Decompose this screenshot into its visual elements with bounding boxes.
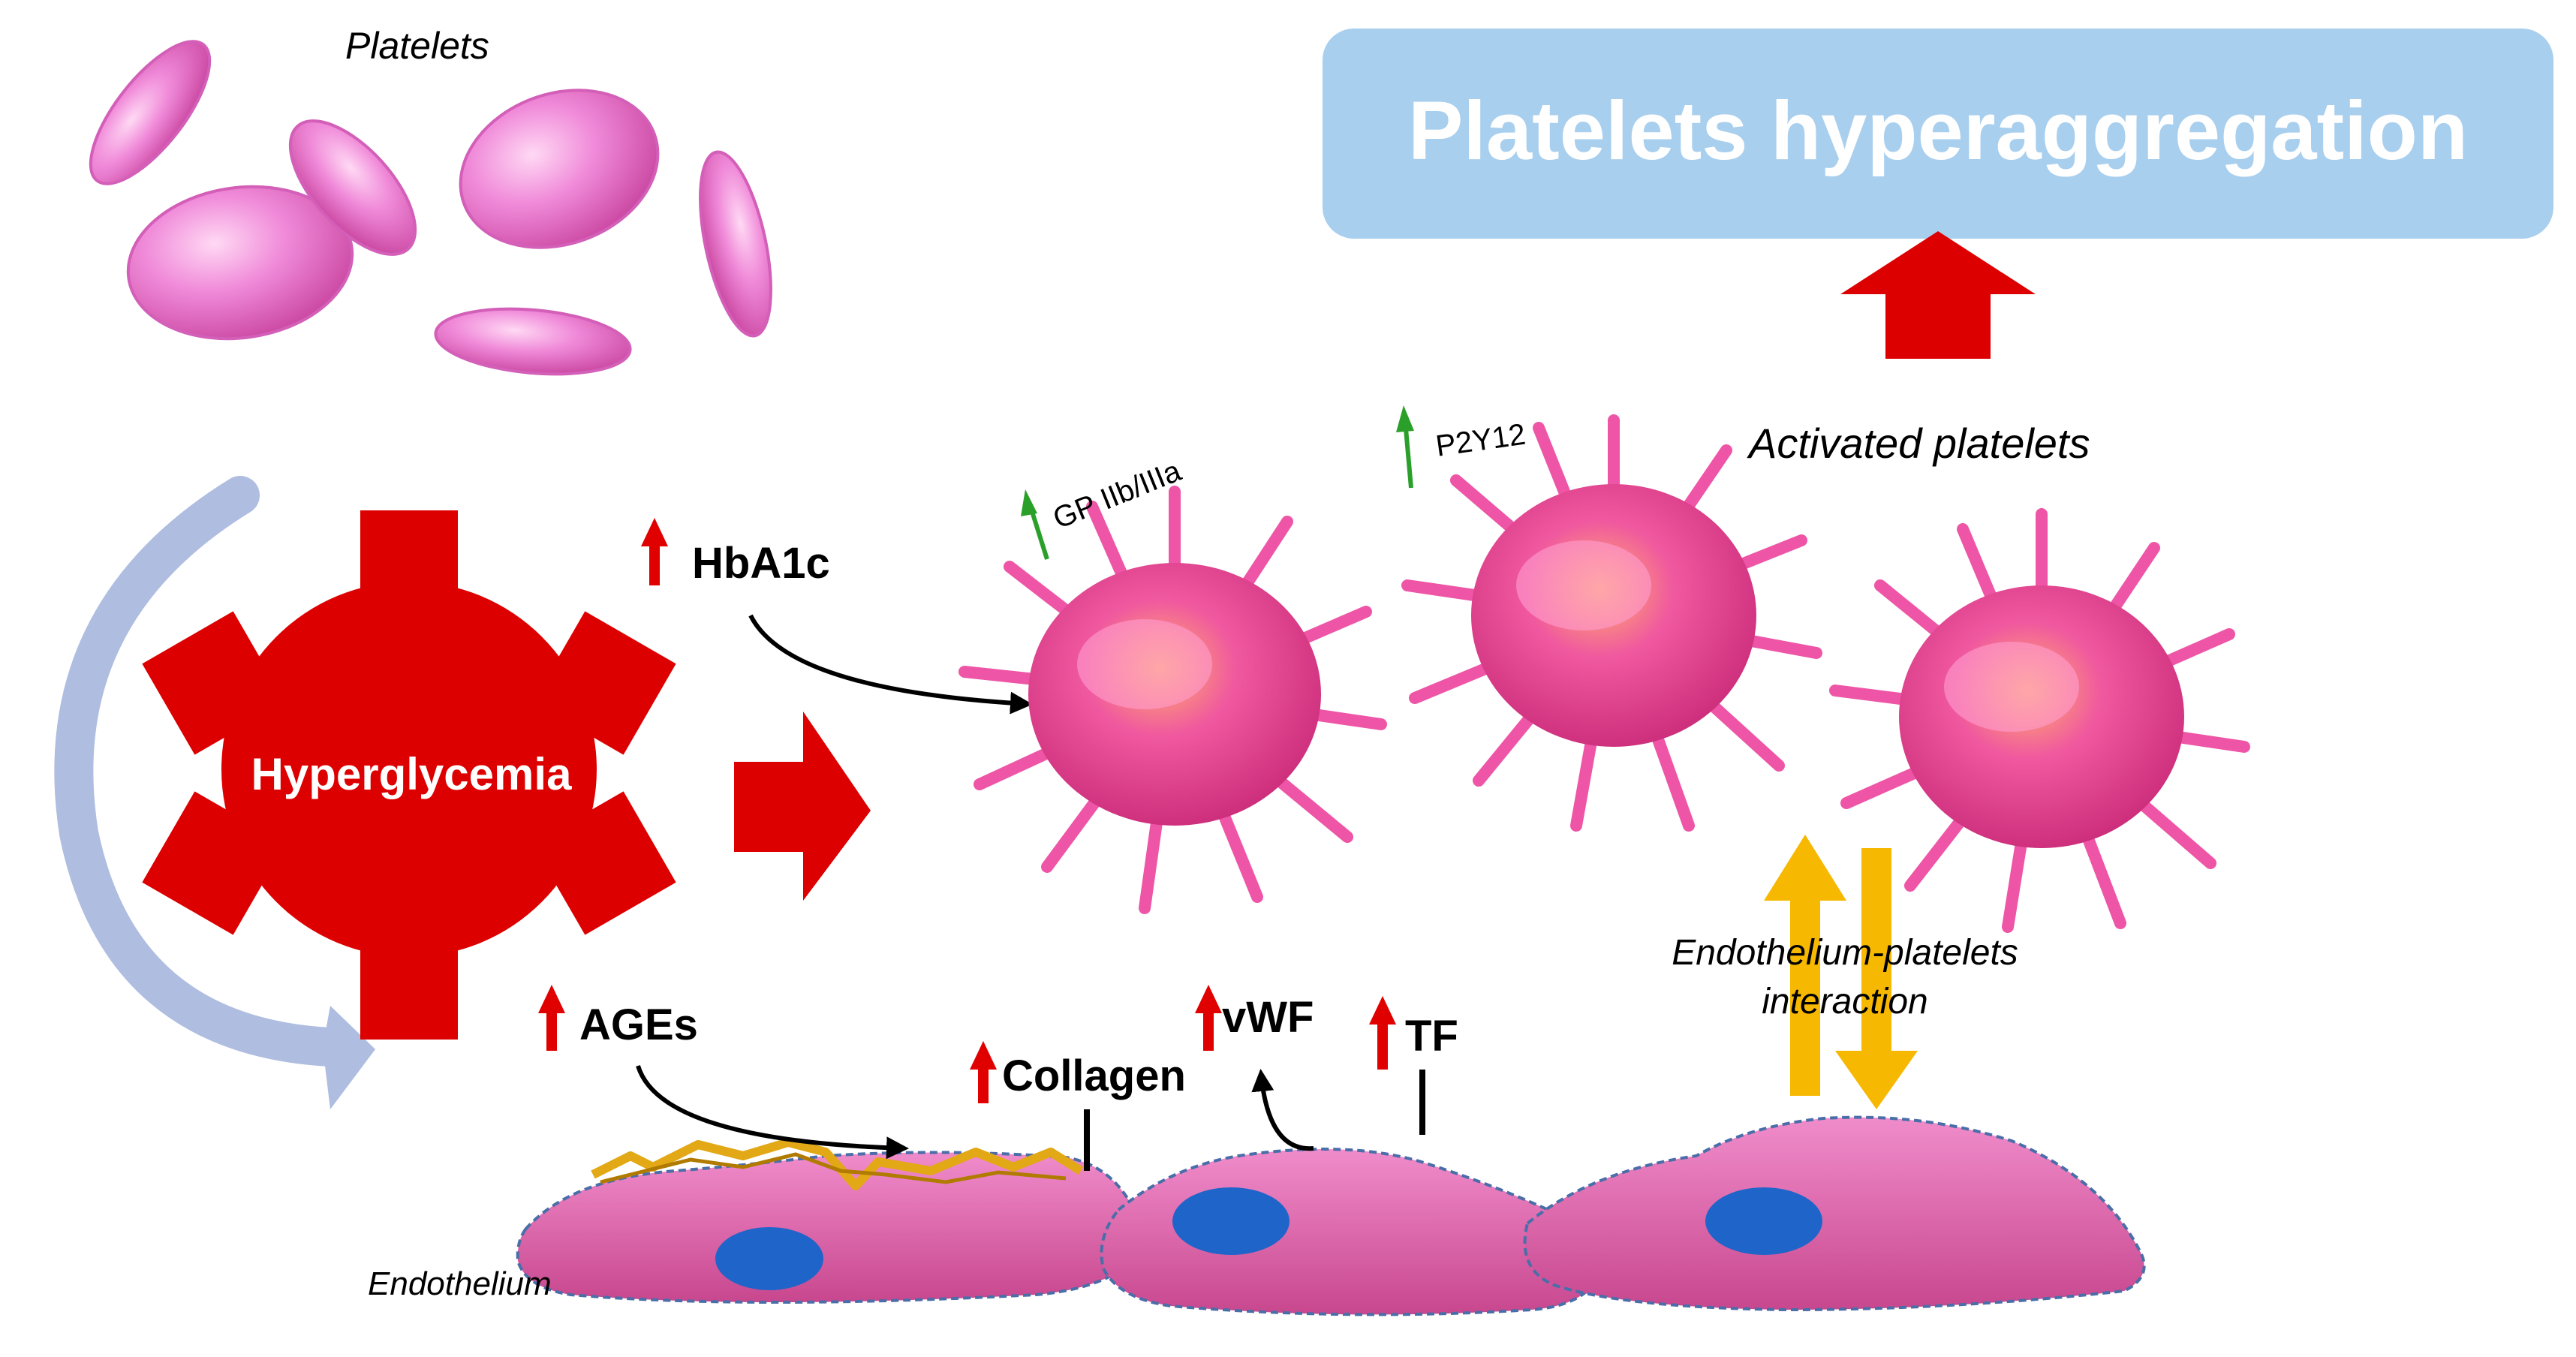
- vwf-arrow: [1251, 1069, 1314, 1151]
- hba1c-arrow: [748, 614, 1033, 715]
- interaction-up-arrow-icon: [1764, 835, 1846, 1096]
- endothelium: [516, 1115, 2146, 1316]
- nucleus: [1172, 1187, 1290, 1255]
- p2y12-increase-arrow-icon: [1403, 420, 1413, 489]
- resting-platelet: [126, 185, 354, 341]
- interaction-arrows: [1764, 835, 1918, 1109]
- resting-platelet: [89, 40, 212, 185]
- endothelium-label: Endothelium: [368, 1265, 552, 1302]
- platelets-label: Platelets: [345, 25, 489, 67]
- activated-platelet: [958, 486, 1387, 914]
- gear-icon: [142, 510, 676, 1040]
- p2y12-label: P2Y12: [1434, 418, 1527, 463]
- p2y12-arrowhead: [1396, 405, 1414, 432]
- gp-label: GP IIb/IIIa: [1049, 454, 1186, 535]
- increase-arrowhead: [641, 518, 668, 546]
- endothelial-cell: [1523, 1115, 2146, 1312]
- resting-platelet: [434, 307, 632, 376]
- tf-label: TF: [1405, 1012, 1458, 1061]
- resting-platelet: [699, 150, 772, 338]
- increase-arrowhead: [1195, 985, 1222, 1013]
- activated-platelet: [1829, 508, 2250, 933]
- title-box: [1323, 29, 2553, 239]
- increase-arrowhead: [1369, 996, 1396, 1025]
- right-arrow-icon: [734, 712, 871, 901]
- interaction-label-line2: interaction: [1762, 982, 1927, 1022]
- hyperglycemia-label: Hyperglycemia: [251, 749, 573, 799]
- title: Platelets hyperaggregation: [1408, 85, 2468, 177]
- collagen-fiber: [600, 1152, 1067, 1184]
- collagen-label: Collagen: [1002, 1052, 1186, 1100]
- increase-arrowhead: [970, 1041, 997, 1070]
- interaction-down-arrow-icon: [1835, 848, 1918, 1109]
- resting-platelet: [459, 89, 660, 249]
- vwf-label: vWF: [1222, 993, 1314, 1042]
- nucleus: [1705, 1187, 1822, 1255]
- endothelial-cell: [516, 1151, 1139, 1304]
- gp-arrowhead: [1021, 489, 1037, 516]
- ages-label: AGEs: [579, 1000, 698, 1049]
- resting-platelets: [89, 40, 772, 376]
- cycle-arrowhead: [323, 1006, 375, 1109]
- resting-platelet: [288, 119, 417, 256]
- activated-platelet: [1401, 414, 1822, 832]
- increase-arrowhead: [538, 985, 565, 1013]
- activated-platelets-label: Activated platelets: [1747, 420, 2090, 467]
- cycle-arrow-icon: [54, 476, 350, 1067]
- hba1c-label: HbA1c: [692, 539, 830, 588]
- nucleus: [715, 1227, 823, 1290]
- interaction-label-line1: Endothelium-platelets: [1672, 933, 2018, 973]
- up-arrow-icon: [1840, 231, 2036, 359]
- ages-arrow: [636, 1065, 909, 1160]
